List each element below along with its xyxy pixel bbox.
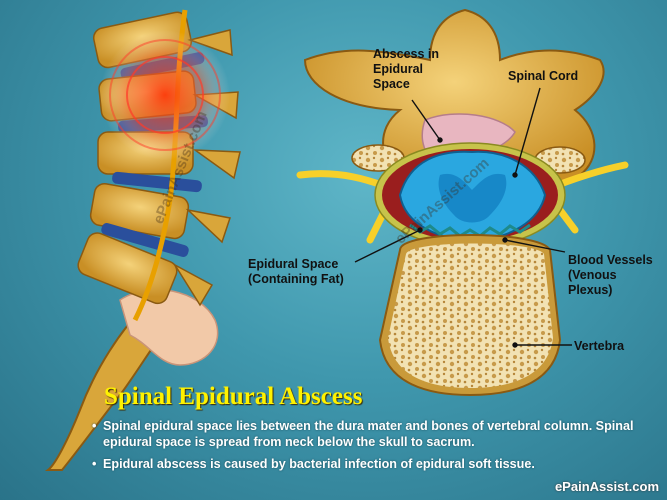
nerve-roots xyxy=(296,161,629,244)
vertebral-body xyxy=(388,243,553,388)
vertebra-cross-section xyxy=(296,8,629,397)
gray-matter xyxy=(438,173,507,223)
label-epidural-space: Epidural Space (Containing Fat) xyxy=(248,257,344,286)
label-spinal-cord: Spinal Cord xyxy=(508,69,579,83)
bullet-marker: • xyxy=(92,457,97,471)
label-blood-vessels: Blood Vessels (Venous Plexus) xyxy=(568,253,653,297)
intervertebral-disc xyxy=(101,223,189,257)
pain-highlight xyxy=(100,30,230,160)
pain-ring xyxy=(109,39,221,151)
venous-plexus xyxy=(409,223,531,238)
bullet-text: Spinal epidural space lies between the d… xyxy=(103,419,634,449)
leader-lines xyxy=(354,87,572,348)
pain-ring xyxy=(126,56,204,134)
bullet-text: Epidural abscess is caused by bacterial … xyxy=(103,457,535,471)
bullet-item: • Spinal epidural space lies between the… xyxy=(92,418,662,450)
diagram-title: Spinal Epidural Abscess xyxy=(104,383,363,410)
watermark: ePainAssist.com xyxy=(554,479,659,494)
bullet-marker: • xyxy=(92,419,97,433)
label-abscess: Abscess in Epidural Space xyxy=(373,47,440,91)
lateral-spine xyxy=(44,9,241,471)
sacrum-and-coccyx xyxy=(44,298,167,471)
intervertebral-disc xyxy=(112,171,202,193)
vertebral-body xyxy=(77,232,178,305)
bullet-item: • Epidural abscess is caused by bacteria… xyxy=(92,456,662,472)
label-vertebra: Vertebra xyxy=(574,339,625,353)
